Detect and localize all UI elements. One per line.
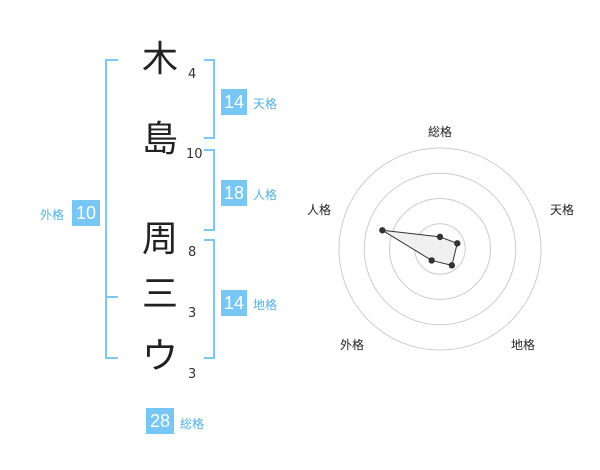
stroke-count-3: 8 (188, 245, 197, 260)
jinkaku-label: 人格 (253, 188, 278, 202)
soukaku-label: 総格 (180, 417, 205, 431)
radar-point (428, 257, 435, 264)
radar-point (436, 233, 444, 241)
radar-point (379, 227, 386, 234)
chikaku-label: 地格 (253, 298, 278, 312)
gaikaku-value: 10 (72, 200, 100, 226)
radar-grid-ring (338, 147, 542, 351)
name-char-5: ウ (141, 336, 178, 377)
gaikaku-bracket (105, 59, 118, 359)
name-char-3: 周 (141, 219, 178, 260)
stroke-count-2: 10 (186, 147, 203, 162)
radar-polygon (382, 229, 458, 266)
radar-point (448, 262, 456, 269)
name-brackets (105, 59, 215, 359)
stroke-count-5: 3 (188, 367, 197, 382)
radar-grid-ring (389, 198, 491, 300)
radar-axis-label-jinkaku: 人格 (307, 203, 332, 217)
name-char-1: 木 (141, 39, 178, 80)
soukaku-value: 28 (146, 408, 174, 434)
radar-axis-label-gaikaku: 外格 (340, 338, 365, 352)
radar-point (454, 240, 461, 247)
radar-axis-label-soukaku: 総格 (428, 125, 453, 139)
tenkaku-bracket (204, 59, 215, 139)
tenkaku-label: 天格 (253, 97, 278, 111)
radar-axis-label-tenkaku: 天格 (550, 203, 575, 217)
name-char-2: 島 (141, 119, 178, 160)
name-char-4: 三 (141, 274, 178, 315)
stroke-count-4: 3 (188, 306, 197, 321)
chikaku-value: 14 (221, 290, 247, 316)
jinkaku-value: 18 (221, 180, 247, 206)
gaikaku-label: 外格 (40, 208, 65, 222)
chikaku-bracket (204, 239, 215, 359)
radar-chart (338, 147, 542, 351)
stroke-count-1: 4 (188, 67, 197, 82)
radar-grid-ring (363, 172, 517, 326)
tenkaku-value: 14 (221, 89, 247, 115)
radar-axis-label-chikaku: 地格 (511, 338, 536, 352)
jinkaku-bracket (204, 149, 215, 231)
